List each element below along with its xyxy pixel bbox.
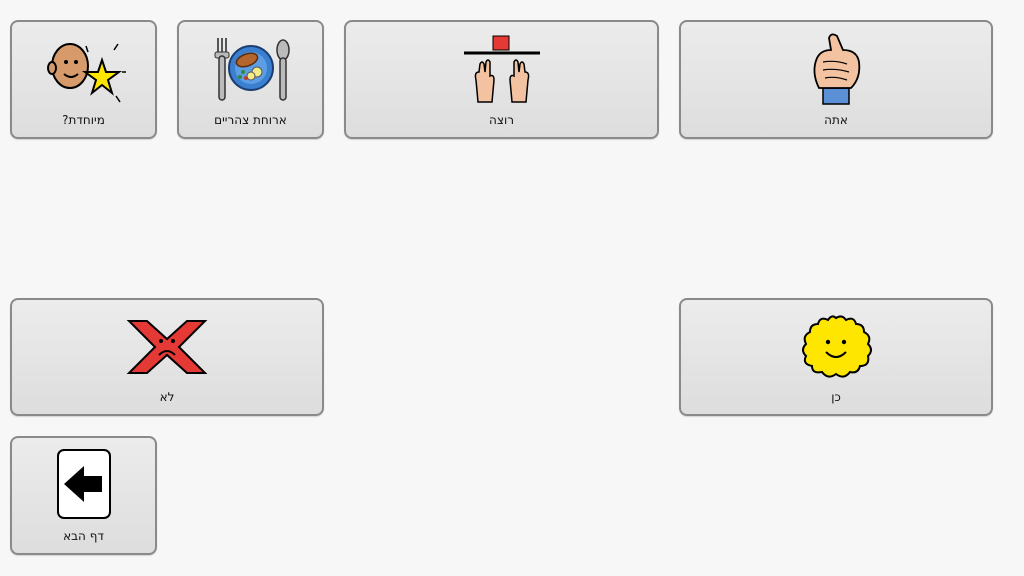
want-hands-icon: [457, 30, 547, 108]
tile-no[interactable]: לא: [10, 298, 324, 416]
yellow-smiley-icon: [791, 308, 881, 386]
tile-special-label: מיוחדת?: [62, 113, 105, 127]
tile-yes[interactable]: כן: [679, 298, 993, 416]
tile-you-label: אתה: [824, 113, 848, 127]
tile-special[interactable]: מיוחדת?: [10, 20, 157, 139]
tile-you[interactable]: אתה: [679, 20, 993, 139]
tile-no-label: לא: [159, 390, 175, 404]
tile-yes-label: כן: [831, 390, 841, 404]
tile-want-label: רוצה: [488, 113, 514, 127]
tile-lunch[interactable]: ארוחת צהריים: [177, 20, 324, 139]
special-star-face-icon: [39, 30, 129, 108]
tile-want[interactable]: רוצה: [344, 20, 659, 139]
left-arrow-icon: [39, 446, 129, 524]
tile-lunch-label: ארוחת צהריים: [214, 113, 287, 127]
lunch-plate-icon: [206, 30, 296, 108]
pointing-finger-icon: [791, 30, 881, 108]
tile-next-page[interactable]: דף הבא: [10, 436, 157, 555]
tile-next-page-label: דף הבא: [63, 529, 104, 543]
red-x-sad-icon: [122, 308, 212, 386]
